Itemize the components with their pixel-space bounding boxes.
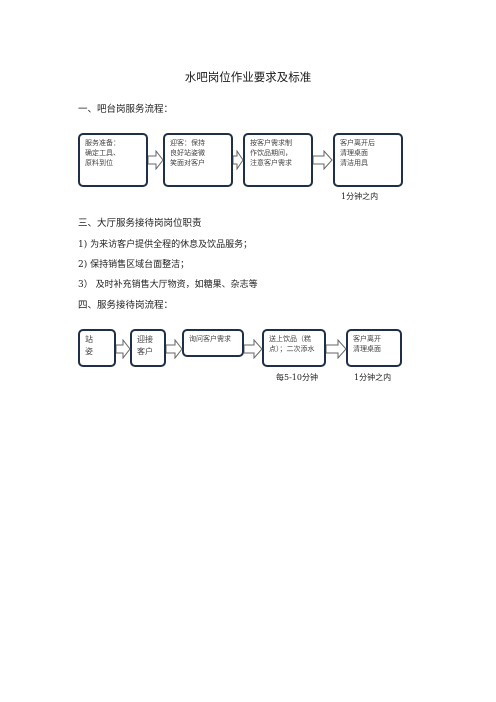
flow2-step-line: 站 [85,335,93,344]
flow1-arrow-icon [148,150,164,170]
flow2-step-cleanup: 客户离开 清理桌面 [346,329,402,367]
duty-item: 1) 为来访客户提供全程的休息及饮品服务； [78,240,253,250]
flow2-arrow-icon [326,339,347,359]
section1-heading: 一、吧台岗服务流程： [78,104,174,115]
flow1-step-line: 原料到位 [85,159,113,168]
flow1-step-line: 注意客户需求 [250,159,292,168]
flow2-refill-note: 每5-10分钟 [276,373,318,382]
flow1-step-prepare: 服务准备： 确定工具、 原料到位 [78,133,148,187]
flow2-step-line: 送上饮品（糕 [269,335,311,343]
flow1-step-make-drink: 按客户需求制 作饮品期间， 注意客户需求 [243,133,313,187]
section3-heading: 三、大厅服务接待岗岗位职责 [78,218,202,229]
flow2-arrow-icon [116,339,131,359]
flow1-time-note: 1分钟之内 [341,192,379,201]
flow1-step-greet: 迎客：保持 良好站姿微 笑面对客户 [163,133,233,187]
flow2-step-ask-needs: 询问客户需求 [182,329,244,357]
flow1-step-line: 迎客：保持 [170,139,205,147]
flow1-step-line: 清洁用具 [340,159,368,168]
flow2-step-stand: 站 姿 [78,329,116,367]
flow2-step-line: 客户 [137,346,153,356]
flow1-step-line: 确定工具、 [85,149,120,158]
flow1-step-cleanup: 客户离开后 清理桌面 清洁用具 [333,133,403,187]
flow2-time-note: 1分钟之内 [354,373,392,382]
flow2-step-line: 客户离开 [353,335,381,343]
duty-item: 3） 及时补充销售大厅物资，如糖果、杂志等 [78,280,258,290]
flow1-arrow-icon [233,150,244,170]
flow2-step-line: 点）；二次添水 [269,345,315,354]
flow2-step-serve: 送上饮品（糕 点）；二次添水 [262,329,326,367]
flow1-step-line: 作饮品期间， [250,149,292,158]
flow1-arrow-icon [313,150,333,170]
page-title: 水吧岗位作业要求及标准 [184,70,312,84]
flow1-step-line: 良好站姿微 [170,149,205,158]
flow2-step-line: 迎接 [137,335,153,344]
flow1-step-line: 笑面对客户 [170,159,205,168]
section4-heading: 四、服务接待岗流程： [78,300,174,311]
flow2-step-line: 姿 [85,346,93,356]
flow1-step-line: 按客户需求制 [250,139,292,147]
flow2-step-welcome: 迎接 客户 [130,329,166,367]
flow2-step-line: 询问客户需求 [189,335,231,343]
flow2-step-line: 清理桌面 [353,345,381,354]
duty-item: 2) 保持销售区域台面整洁； [78,260,190,270]
flow1-step-line: 客户离开后 [340,139,375,147]
flow1-step-line: 清理桌面 [340,149,368,158]
flow2-arrow-icon [166,339,183,359]
flow1-step-line: 服务准备： [85,139,120,147]
flow2-arrow-icon [244,339,263,359]
